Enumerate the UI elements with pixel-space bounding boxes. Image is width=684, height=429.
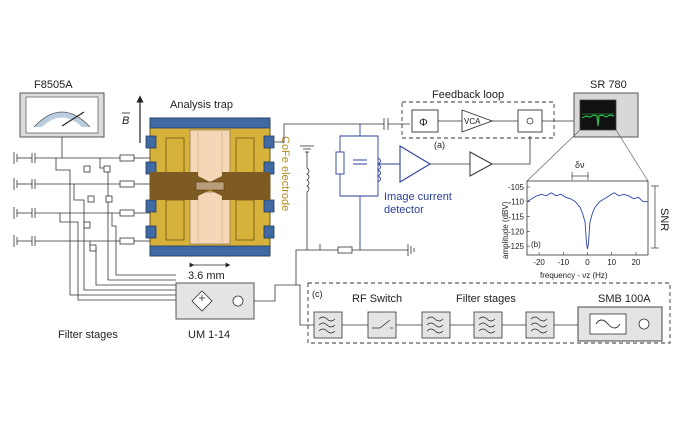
filter-wave-icon [530,316,548,334]
rf-filter-3 [473,311,503,339]
rf-switch-label: RF Switch [352,293,402,305]
detector-label-line1: Image current [384,191,452,203]
filter-wave-icon [426,316,444,334]
x-tick-label: -20 [533,258,545,267]
snr-label: SNR [658,208,670,231]
sine-wave-icon [595,319,621,329]
meter-label: F8505A [34,79,73,91]
detector-coil [377,157,381,183]
analysis-trap: Analysis trap B [122,95,291,282]
f8505a-meter: F8505A [19,79,105,138]
y-tick-label: -115 [509,213,525,222]
detector-amplifier-icon [399,145,432,183]
trap-label: Analysis trap [170,99,233,111]
smb-knob-icon [638,318,650,330]
ground-line-2 [13,178,150,190]
electrode-label: CoFe electrode [279,136,291,211]
rf-chain: (c) RF Switch Filter stages [296,282,671,344]
feedback-label: Feedback loop [432,89,504,101]
ground-line-1 [13,152,150,164]
detector-label-line2: detector [384,204,424,216]
um-label: UM 1-14 [188,329,230,341]
x-tick-label: 0 [585,258,590,267]
feedback-box [401,101,555,139]
y-tick-label: -120 [508,227,525,236]
c-tag: (c) [312,289,323,299]
x-tick-label: -10 [558,258,570,267]
spectrum-series-line [526,192,648,250]
smb-100a-generator: SMB 100A [577,293,663,342]
um-knob-icon [232,295,244,307]
filter-stages-right-label: Filter stages [456,293,516,305]
filter-stages-left-label: Filter stages [58,329,118,341]
ground-line-4 [13,235,150,247]
sr780-analyzer: SR 780 [573,79,639,138]
feedback-loop: Feedback loop Φ (a) VCA [401,89,574,150]
inductor-ground [300,145,314,250]
trap-center [195,181,225,191]
vca-icon [461,109,494,133]
y-axis-label: amplitude (dBV) [501,201,510,259]
filter-wave-icon [478,316,496,334]
rf-filter-2 [421,311,451,339]
screen-trace [581,114,615,127]
y-tick-label: -105 [508,183,525,192]
image-current-detector: Image current detector [320,118,452,256]
x-tick-label: 20 [631,258,640,267]
rf-switch [367,311,397,339]
y-tick-label: -125 [508,242,525,251]
scale-label: 3.6 mm [188,270,225,282]
sr780-label: SR 780 [590,79,627,91]
y-tick-label: -110 [509,198,525,207]
smb-label: SMB 100A [598,293,651,305]
detector-resistor [335,151,345,175]
dc-supply-lines [13,152,176,301]
filter-wave-icon [318,316,336,334]
ground-line-3 [13,207,150,219]
rf-filter-4 [525,311,555,339]
x-tick-labels: -20 -10 0 10 20 [533,252,641,267]
switch-icon [379,319,391,329]
spectrum-chart: -105 -110 -115 -120 -125 -20 -10 0 10 20 (b) amp… [501,160,670,280]
rf-chain-box [307,282,671,344]
rf-filter-1 [313,311,343,339]
delta-nu-label: δν [575,160,585,170]
b-field-label: B [122,115,129,127]
meter-needle [61,111,85,127]
um-1-14-box: UM 1-14 [175,282,255,341]
x-axis-label: frequency - νz (Hz) [540,271,608,280]
plot-frame [526,180,649,256]
second-amplifier-icon [469,151,494,177]
vca-label: VCA [464,117,481,126]
phase-shifter-label: Φ [419,117,428,129]
b-tag: (b) [531,240,541,249]
x-tick-label: 10 [607,258,616,267]
a-tag: (a) [434,140,445,150]
